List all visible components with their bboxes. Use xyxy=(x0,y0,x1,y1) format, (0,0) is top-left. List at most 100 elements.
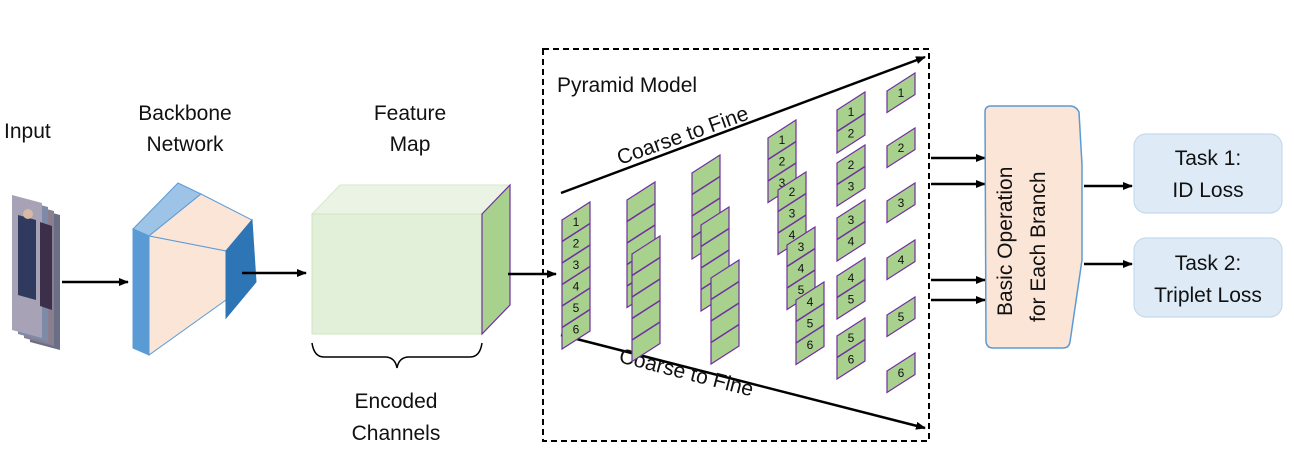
basic-operation-label-line2: for Each Branch xyxy=(1027,171,1050,322)
pyramid-strip-divider xyxy=(767,140,797,161)
pyramid-strip: 6 xyxy=(886,351,916,394)
pyramid-strip: 123 xyxy=(767,118,797,204)
pyramid-cell-label: 4 xyxy=(789,228,796,242)
pyramid-strip-shape xyxy=(886,351,916,394)
pyramid-strip-divider xyxy=(836,338,866,359)
pyramid-cell-label: 5 xyxy=(848,331,855,345)
input-label: Input xyxy=(4,120,51,143)
pyramid-cell-label: 5 xyxy=(848,292,855,306)
pyramid-cell-label: 5 xyxy=(798,283,805,297)
pyramid-strip-divider xyxy=(561,244,591,264)
pyramid-cell-label: 3 xyxy=(573,258,580,272)
pyramid-strip: 234 xyxy=(777,170,807,256)
pyramid-strip xyxy=(710,258,740,366)
pyramid-strip-shape xyxy=(631,234,661,363)
pyramid-cell-label: 2 xyxy=(779,154,786,168)
pyramid-strip-divider xyxy=(710,280,740,301)
encoded-channels-label-line1: Encoded xyxy=(355,390,438,413)
coarse-to-fine-top-label: Coarse to Fine xyxy=(614,102,752,170)
task1-box xyxy=(1133,133,1283,214)
pyramid-cell-label: 3 xyxy=(789,206,796,220)
pyramid-strip-divider xyxy=(561,265,591,286)
pyramid-cell-label: 6 xyxy=(848,352,855,366)
pyramid-strip: 345 xyxy=(786,225,816,311)
pyramid-strip-shape xyxy=(886,295,916,338)
pyramid-strip: 34 xyxy=(836,198,866,263)
pyramid-cell-label: 1 xyxy=(848,105,855,119)
pyramid-cell-label: 3 xyxy=(848,213,855,227)
task1-label-line1: Task 1: xyxy=(1175,147,1242,170)
pyramid-cell-label: 1 xyxy=(898,86,905,100)
pyramid-strip-shape xyxy=(886,238,916,281)
encoded-channels-label-line2: Channels xyxy=(352,422,441,445)
pyramid-strip-divider xyxy=(836,220,866,241)
pyramid-strip-divider xyxy=(700,249,730,269)
backbone-network-icon xyxy=(132,182,257,356)
pyramid-cell-label: 3 xyxy=(779,176,786,190)
pyramid-cell-label: 2 xyxy=(848,126,855,140)
pyramid-cell-label: 3 xyxy=(798,240,805,254)
pyramid-strip-divider xyxy=(777,192,807,213)
pyramid-cell-label: 4 xyxy=(848,234,855,248)
pyramid-strip: 3 xyxy=(886,181,916,224)
pyramid-cell-label: 2 xyxy=(789,185,796,199)
pyramid-strip xyxy=(631,234,661,363)
pyramid-strip-divider xyxy=(631,256,661,277)
feature-map-label-line1: Feature xyxy=(374,102,446,125)
encoded-channels-brace xyxy=(311,342,483,369)
pyramid-cell-label: 5 xyxy=(807,316,814,330)
pyramid-strip-divider xyxy=(561,308,591,329)
pyramid-cell-label: 5 xyxy=(573,301,580,315)
pyramid-cell-label: 2 xyxy=(573,236,580,250)
pyramid-cell-label: 6 xyxy=(573,322,580,336)
pyramid-cell-label: 5 xyxy=(898,310,905,324)
pyramid-strip-divider xyxy=(631,278,661,298)
pyramid-cell-label: 3 xyxy=(848,179,855,193)
pyramid-strip-divider xyxy=(561,222,591,243)
pyramid-strip-divider xyxy=(710,323,740,344)
basic-operation-label-line1: Basic Operation xyxy=(994,167,1017,316)
basic-operation-block xyxy=(984,105,1083,349)
pyramid-cell-label: 3 xyxy=(898,196,905,210)
pyramid-strip-shape xyxy=(886,126,916,169)
pyramid-strip-divider xyxy=(836,165,866,186)
pyramid-strip-divider xyxy=(767,162,797,182)
pyramid-cell-label: 1 xyxy=(779,133,786,147)
coarse-to-fine-top-arrow xyxy=(560,55,926,195)
pyramid-model-title: Pyramid Model xyxy=(557,74,697,97)
backbone-label-line1: Backbone xyxy=(138,102,231,125)
input-image-stack-icon xyxy=(12,195,60,350)
pyramid-strip-divider xyxy=(691,197,721,217)
pyramid-strip-divider xyxy=(561,287,591,307)
coarse-to-fine-bottom-arrow xyxy=(560,333,926,430)
pyramid-strip: 4 xyxy=(886,238,916,281)
task2-label-line2: Triplet Loss xyxy=(1154,284,1262,307)
pyramid-model-frame xyxy=(542,48,930,442)
pyramid-strip: 56 xyxy=(836,316,866,381)
pyramid-strip-divider xyxy=(710,302,740,322)
pyramid-strip: 45 xyxy=(836,256,866,321)
pyramid-strip-shape xyxy=(886,181,916,224)
pyramid-cell-label: 2 xyxy=(848,158,855,172)
pyramid-strip: 1 xyxy=(886,71,916,114)
pyramid-strip-divider xyxy=(691,175,721,196)
pyramid-strip: 5 xyxy=(886,295,916,338)
pyramid-strip-divider xyxy=(795,324,825,344)
pyramid-strip-divider xyxy=(631,321,661,341)
pyramid-cell-label: 6 xyxy=(898,366,905,380)
pyramid-cell-label: 4 xyxy=(898,253,905,267)
pyramid-strip-shape xyxy=(886,71,916,114)
pyramid-cell-label: 4 xyxy=(848,271,855,285)
pyramid-strip: 12 xyxy=(836,90,866,155)
feature-map-label-line2: Map xyxy=(390,133,431,156)
pyramid-strip-divider xyxy=(836,112,866,133)
feature-map-cube-icon xyxy=(310,183,512,336)
pyramid-cell-label: 4 xyxy=(798,261,805,275)
pyramid-cell-label: 2 xyxy=(898,141,905,155)
pyramid-cell-label: 4 xyxy=(573,279,580,293)
pyramid-strip-divider xyxy=(786,269,816,289)
pyramid-strip-divider xyxy=(626,224,656,244)
